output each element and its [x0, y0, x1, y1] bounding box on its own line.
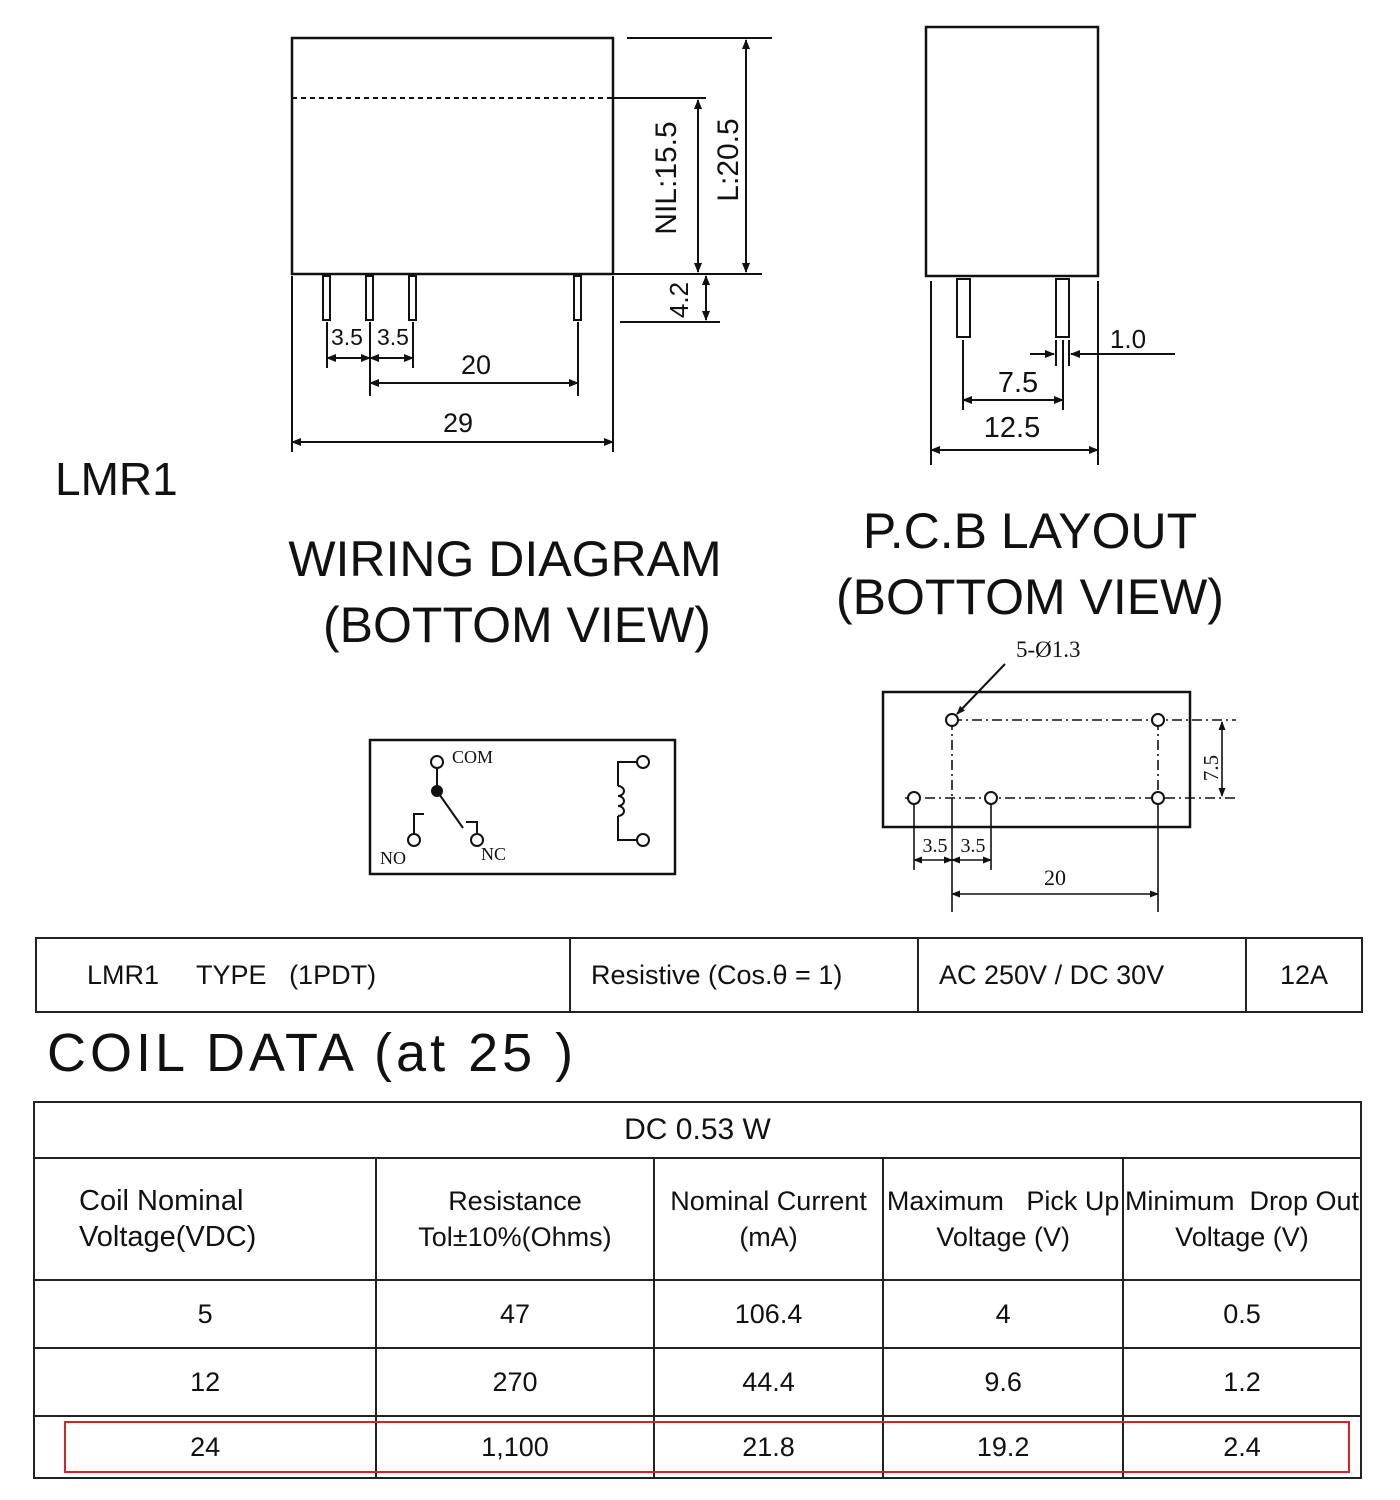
- hole-leader: [956, 663, 1006, 715]
- side-pitch: 7.5: [998, 367, 1038, 399]
- wiring-schematic: COM NO NC: [368, 738, 677, 876]
- cell-current: 21.8: [652, 1415, 885, 1479]
- cell-resistance: 270: [375, 1347, 655, 1417]
- rating-voltage: AC 250V / DC 30V: [917, 937, 1247, 1013]
- header-row: Coil Nominal Voltage(VDC) Resistance Tol…: [32, 1157, 1363, 1281]
- col-header-pickup-line2: Voltage (V): [936, 1222, 1070, 1252]
- col-header-dropout-line1: Minimum Drop Out: [1124, 1186, 1359, 1216]
- rating-row: LMR1 TYPE (1PDT) Resistive (Cos.θ = 1) A…: [35, 937, 1363, 1013]
- pcb-dim-span: 20: [1044, 865, 1066, 890]
- pcb-holes: [907, 713, 1165, 805]
- front-length: L:20.5: [712, 118, 745, 201]
- rating-type: LMR1 TYPE (1PDT): [35, 937, 571, 1013]
- wiring-title-line1: WIRING DIAGRAM: [288, 531, 722, 587]
- coil-symbol: [617, 785, 625, 817]
- col-header-voltage-line2: Voltage(VDC): [79, 1221, 257, 1253]
- col-header-pickup: Maximum Pick Up Voltage (V): [882, 1157, 1124, 1281]
- wiring-diagram-title: WIRING DIAGRAM (BOTTOM VIEW): [270, 526, 740, 658]
- front-width: 29: [443, 408, 473, 438]
- pcb-dim-b: 3.5: [961, 835, 986, 857]
- nc-label: NC: [481, 844, 506, 864]
- side-width: 12.5: [984, 412, 1040, 444]
- cell-resistance: 47: [375, 1279, 655, 1349]
- com-label: COM: [452, 747, 493, 767]
- table-row: 5 47 106.4 4 0.5: [32, 1279, 1363, 1349]
- com-terminal: [430, 755, 444, 769]
- wiring-title-line2: (BOTTOM VIEW): [323, 597, 711, 653]
- table-row-highlighted: 24 1,100 21.8 19.2 2.4: [32, 1415, 1363, 1479]
- front-nil: NIL:15.5: [650, 121, 683, 234]
- coil-terminal-top: [636, 755, 650, 769]
- cell-pickup: 9.6: [882, 1347, 1124, 1417]
- side-pin-width: 1.0: [1110, 324, 1146, 354]
- schematic-frame: [368, 738, 677, 876]
- pcb-layout-drawing: 5-Ø1.3 7.5 3.5 3.5 20: [881, 637, 1236, 912]
- col-header-dropout-line2: Voltage (V): [1175, 1222, 1309, 1252]
- pins: [322, 275, 582, 321]
- cell-voltage: 5: [32, 1279, 378, 1349]
- col-header-dropout: Minimum Drop Out Voltage (V): [1121, 1157, 1363, 1281]
- table-row: 12 270 44.4 9.6 1.2: [32, 1347, 1363, 1417]
- col-header-pickup-line1: Maximum Pick Up: [886, 1186, 1120, 1216]
- rating-load: Resistive (Cos.θ = 1): [569, 937, 919, 1013]
- side-pin-left: [956, 278, 971, 338]
- cell-voltage: 12: [32, 1347, 378, 1417]
- front-span: 20: [461, 350, 491, 380]
- coil-terminal-bottom: [636, 833, 650, 847]
- relay-body-outline: [290, 36, 615, 276]
- pcb-dim-height: 7.5: [1199, 755, 1223, 781]
- col-header-voltage: Coil Nominal Voltage(VDC): [32, 1157, 378, 1281]
- cell-resistance: 1,100: [375, 1415, 655, 1479]
- cell-current: 44.4: [652, 1347, 885, 1417]
- col-header-current-line2: (mA): [739, 1222, 798, 1252]
- switch-arm: [436, 790, 464, 829]
- pcb-layout-title: P.C.B LAYOUT (BOTTOM VIEW): [820, 498, 1240, 630]
- no-label: NO: [380, 848, 406, 868]
- cell-pickup: 19.2: [882, 1415, 1124, 1479]
- col-header-resistance-line1: Resistance: [448, 1186, 582, 1216]
- col-header-current-line1: Nominal Current: [670, 1186, 867, 1216]
- cell-current: 106.4: [652, 1279, 885, 1349]
- front-pin-length: 4.2: [664, 282, 694, 318]
- side-pin-right: [1055, 278, 1070, 338]
- pcb-title-line1: P.C.B LAYOUT: [862, 503, 1198, 559]
- power-header: DC 0.53 W: [33, 1101, 1362, 1159]
- cell-dropout: 2.4: [1121, 1415, 1363, 1479]
- rating-current: 12A: [1245, 937, 1363, 1013]
- side-body-outline: [924, 25, 1100, 278]
- front-pitch-b: 3.5: [377, 324, 409, 350]
- cell-voltage: 24: [32, 1415, 378, 1479]
- side-view-drawing: 1.0 7.5 12.5: [924, 25, 1175, 465]
- col-header-current: Nominal Current (mA): [652, 1157, 885, 1281]
- pcb-dim-a: 3.5: [923, 835, 948, 857]
- model-label: LMR1: [55, 453, 178, 505]
- no-terminal: [407, 833, 421, 847]
- cell-dropout: 0.5: [1121, 1279, 1363, 1349]
- pcb-title-line2: (BOTTOM VIEW): [836, 569, 1224, 625]
- hole-spec: 5-Ø1.3: [1016, 637, 1081, 662]
- coil-data-title: COIL DATA (at 25 ): [47, 1023, 578, 1083]
- coil-data-table: DC 0.53 W Coil Nominal Voltage(VDC) Resi…: [32, 1101, 1363, 1479]
- cell-dropout: 1.2: [1121, 1347, 1363, 1417]
- front-pitch-a: 3.5: [331, 324, 363, 350]
- col-header-resistance: Resistance Tol±10%(Ohms): [375, 1157, 655, 1281]
- col-header-voltage-line1: Coil Nominal: [79, 1185, 244, 1217]
- col-header-resistance-line2: Tol±10%(Ohms): [418, 1222, 612, 1252]
- contact-rating-table: LMR1 TYPE (1PDT) Resistive (Cos.θ = 1) A…: [35, 937, 1363, 1013]
- power-row: DC 0.53 W: [33, 1101, 1362, 1159]
- front-view-drawing: 3.5 3.5 20 29 NIL:15.5 L:20.5 4.2: [290, 36, 772, 452]
- cell-pickup: 4: [882, 1279, 1124, 1349]
- pcb-outline: [881, 690, 1192, 829]
